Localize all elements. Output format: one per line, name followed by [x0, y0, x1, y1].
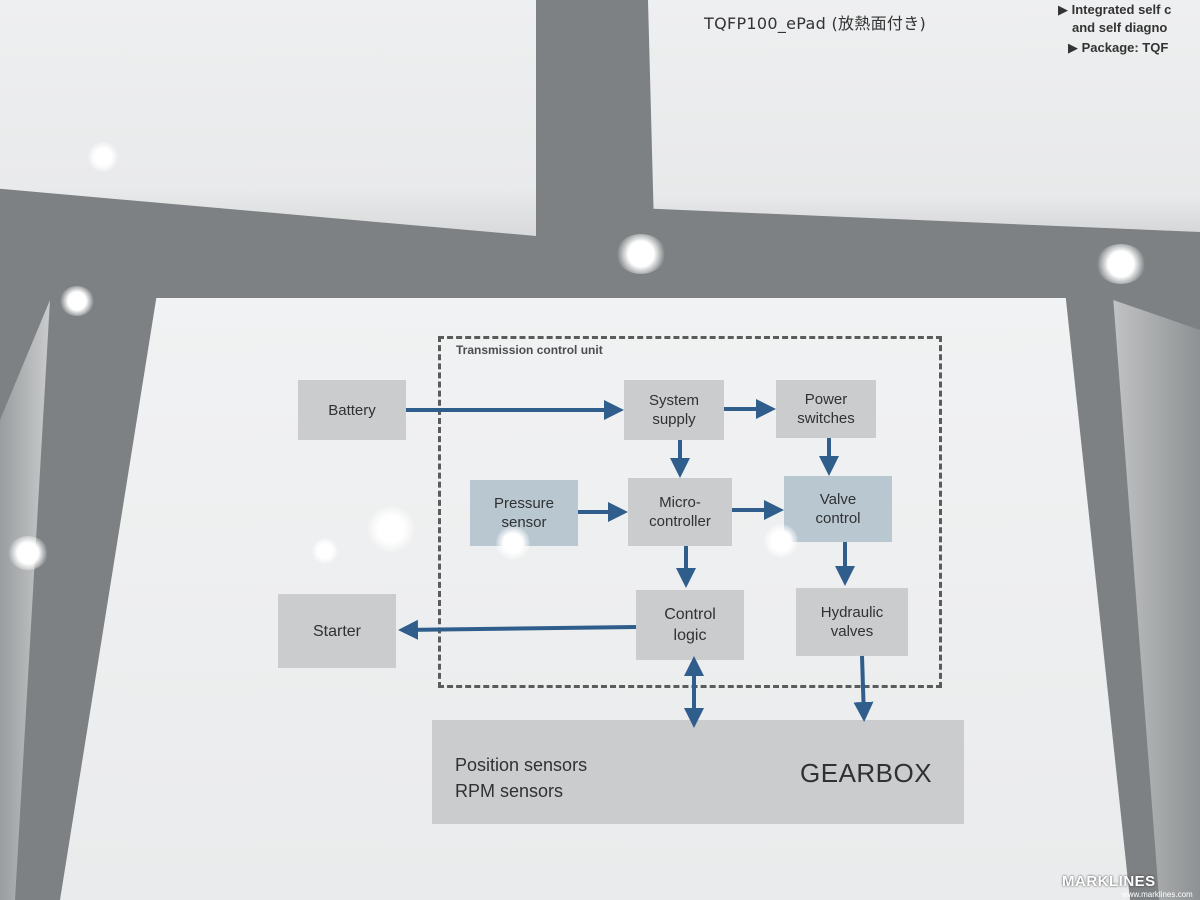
- glare-spot: [368, 506, 414, 552]
- bullet-text-2: and self diagno: [1072, 20, 1168, 35]
- gearbox-block: [432, 720, 964, 824]
- glare-spot: [312, 538, 338, 564]
- glare-spot: [616, 234, 666, 274]
- marklines-logo: MARKLINES: [1062, 873, 1156, 890]
- marklines-url: www.marklines.com: [1122, 890, 1193, 899]
- background-card-top-right: [648, 0, 1200, 232]
- bullet-text-1: ▶ Integrated self c: [1058, 2, 1172, 17]
- node-starter-label: Starter: [312, 622, 361, 640]
- glare-spot: [1096, 244, 1146, 284]
- glare-spot: [60, 286, 94, 316]
- gearbox-sensors: Position sensors RPM sensors: [455, 752, 587, 804]
- node-control-logic-label: Control logic: [664, 606, 716, 644]
- node-hydraulic-valves-label: Hydraulic valves: [820, 604, 884, 640]
- node-power-switches: Power switches: [776, 380, 876, 438]
- node-system-supply: System supply: [624, 380, 724, 440]
- node-hydraulic-valves: Hydraulic valves: [796, 588, 908, 656]
- node-system-supply-label: System supply: [648, 392, 699, 428]
- node-battery-label: Battery: [328, 401, 376, 419]
- node-microcontroller: Micro- controller: [628, 478, 732, 546]
- node-power-switches-label: Power switches: [797, 391, 855, 427]
- glare-spot: [88, 142, 118, 172]
- gearbox-sensor-rpm: RPM sensors: [455, 781, 564, 801]
- gearbox-sensor-position: Position sensors: [455, 755, 588, 775]
- node-battery: Battery: [298, 380, 406, 440]
- gearbox-title: GEARBOX: [800, 758, 933, 788]
- glare-spot: [496, 526, 530, 560]
- package-text: TQFP100_ePad (放熱面付き): [704, 14, 927, 33]
- node-microcontroller-label: Micro- controller: [649, 494, 711, 530]
- background-card-top-left: [0, 0, 536, 236]
- node-starter: Starter: [278, 594, 396, 668]
- node-control-logic: Control logic: [636, 590, 744, 660]
- glare-spot: [8, 536, 48, 570]
- node-valve-control-label: Valve control: [815, 491, 861, 527]
- edge-hydraulic-valves-to-gearbox: [853, 655, 874, 722]
- tcu-group-label: Transmission control unit: [456, 343, 603, 357]
- bullet-text-3: ▶ Package: TQF: [1068, 40, 1169, 55]
- node-valve-control: Valve control: [784, 476, 892, 542]
- glare-spot: [764, 524, 798, 558]
- edge-control-logic-to-starter: [398, 619, 637, 640]
